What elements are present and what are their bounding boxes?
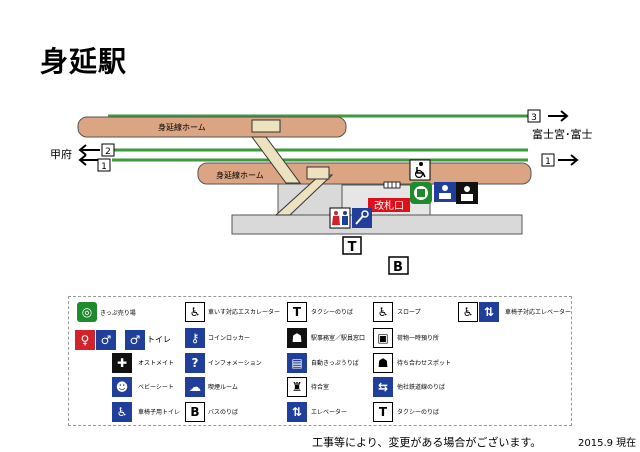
- overpass-stairs: [251, 136, 301, 184]
- legend-baby-icon: ☻: [112, 377, 132, 397]
- footnote: 工事等により、変更がある場合がございます。: [312, 436, 542, 449]
- legend-locker-label: コインロッカー: [208, 335, 251, 342]
- platform-upper: [77, 116, 347, 138]
- stairs-lower: [274, 174, 334, 216]
- legend-ostomate-label: オストメイト: [138, 360, 175, 367]
- map-ticket-machine-icon: [410, 182, 432, 204]
- map-taxi-sign: T: [348, 240, 357, 255]
- legend-smoking-icon: ☁: [185, 377, 205, 397]
- legend-office-label: 駅事務室／駅員窓口: [311, 335, 366, 342]
- arrow-west-2: [78, 144, 100, 156]
- legend-ticket-icon: ◎: [77, 302, 97, 322]
- platform-label-upper: 身延線ホーム: [158, 122, 206, 132]
- legend-smoking-label: 喫煙ルーム: [208, 384, 238, 391]
- map-station-office-icon: [434, 182, 456, 202]
- ticket-gate-box: [368, 198, 410, 212]
- legend-company-label: 他社鉄道線のりば: [397, 384, 446, 391]
- legend-waiting-label: 待合室: [311, 384, 330, 391]
- legend-family-icon: ♂: [125, 330, 145, 350]
- legend-elevator-label: エレベーター: [311, 409, 348, 416]
- legend-ticket-label: きっぷ売り場: [100, 310, 136, 317]
- legend-info-label: インフォメーション: [208, 360, 262, 367]
- legend-escalator-icon: ♿: [185, 302, 205, 322]
- legend-locker-icon: ⚷: [185, 328, 205, 348]
- legend-info-icon: ?: [185, 353, 205, 373]
- legend-auto-ticket-label: 自動きっぷうりば: [311, 360, 359, 367]
- legend-waiting-icon: ♜: [287, 377, 307, 397]
- legend-wheelchair-elevator-label: 車椅子対応エレベーター: [505, 309, 572, 316]
- legend-meeting-icon: ☗: [373, 353, 393, 373]
- legend-company-icon: ⇆: [373, 377, 393, 397]
- legend-accessible-toilet-icon: ♿: [112, 402, 132, 422]
- legend-elevator-icon: ⇅: [287, 402, 307, 422]
- legend-meeting-label: 待ち合わせスポット: [397, 360, 452, 367]
- legend-women-icon: ♀: [75, 330, 95, 350]
- ticket-gate-symbol: [383, 181, 401, 189]
- legend-luggage-label: 荷物一時預り所: [397, 335, 440, 342]
- legend-toilet-label: トイレ: [147, 335, 171, 344]
- updated-date: 2015.9 現在: [578, 438, 637, 449]
- ticket-gate-label: 改札口: [374, 199, 404, 212]
- legend-bus-icon: B: [185, 402, 205, 422]
- station-title: 身延駅: [40, 45, 128, 78]
- map-coin-locker-icon: [352, 208, 372, 228]
- legend-escalator-label: 車いす対応エスカレーター: [208, 309, 281, 316]
- legend-elevator-people-icon: ⇅: [479, 302, 499, 322]
- platform-label-lower: 身延線ホーム: [216, 170, 264, 180]
- track-label-2: 2: [105, 147, 111, 157]
- stairs-mid: [306, 166, 330, 180]
- legend-luggage-icon: ▣: [373, 328, 393, 348]
- track-label-1-west: 1: [101, 162, 107, 172]
- map-toilet-icon: [329, 207, 351, 229]
- map-bus-sign: B: [393, 260, 403, 275]
- legend-baby-label: ベビーシート: [138, 384, 174, 391]
- legend-taxi2-label: タクシーのりば: [397, 409, 440, 416]
- map-attendant-icon: [456, 182, 478, 204]
- legend-taxi-label: タクシーのりば: [311, 309, 354, 316]
- stairs-top: [251, 119, 281, 133]
- concourse: [231, 214, 523, 235]
- arrow-east-1: [558, 154, 579, 166]
- legend-accessible-toilet-label: 車椅子用トイレ: [138, 409, 181, 416]
- legend-slope-icon: ♿: [373, 302, 393, 322]
- legend-office-icon: ☗: [287, 328, 307, 348]
- legend: [68, 296, 572, 426]
- legend-ostomate-icon: ✚: [112, 353, 132, 373]
- legend-bus-label: バスのりば: [208, 409, 239, 416]
- legend-taxi-icon: T: [287, 302, 307, 322]
- destination-west: 甲府: [50, 147, 72, 161]
- legend-men-icon: ♂: [96, 330, 116, 350]
- legend-slope-label: スロープ: [397, 309, 421, 316]
- legend-taxi2-icon: T: [373, 402, 393, 422]
- legend-wheelchair-elevator-icon: ♿: [458, 302, 478, 322]
- legend-auto-ticket-icon: ▤: [287, 353, 307, 373]
- arrow-west-1: [78, 154, 100, 166]
- arrow-east-3: [548, 110, 569, 122]
- destination-east: 富士宮･富士: [532, 127, 593, 141]
- track-label-1-east: 1: [545, 157, 551, 167]
- map-wheelchair-icon: [409, 159, 431, 181]
- track-label-3: 3: [531, 113, 537, 123]
